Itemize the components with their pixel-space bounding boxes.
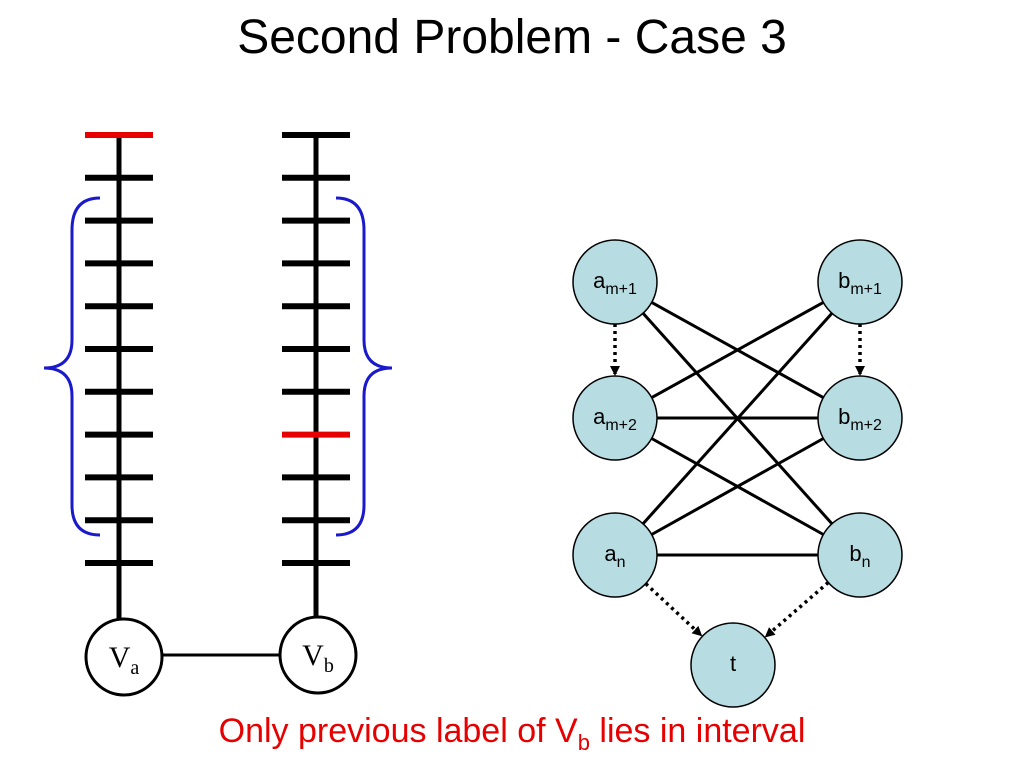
node-an: an	[572, 512, 658, 598]
left-chain-ticks	[85, 132, 153, 566]
svg-text:am+2: am+2	[593, 404, 637, 434]
vertex-vb: Vb	[278, 615, 358, 695]
svg-text:Va: Va	[109, 641, 140, 679]
page-title: Second Problem - Case 3	[237, 11, 787, 64]
node-bm1: bm+1	[817, 239, 903, 325]
node-am1: am+1	[572, 239, 658, 325]
right-curly-brace	[335, 196, 393, 537]
svg-text:am+1: am+1	[593, 268, 637, 298]
right-chain-ticks	[282, 132, 350, 566]
svg-text:an: an	[604, 541, 625, 571]
vertex-va: Va	[84, 617, 164, 697]
left-chain: Va	[43, 132, 164, 697]
node-bn: bn	[817, 512, 903, 598]
graph-dotted-arrows	[610, 324, 865, 638]
edge-an-bm1	[641, 312, 834, 525]
edge-an-bm2	[650, 437, 825, 536]
caption: Only previous label of Vb lies in interv…	[218, 712, 806, 755]
svg-text:t: t	[730, 651, 736, 676]
svg-text:bn: bn	[849, 541, 870, 571]
edge-am2-bm1	[650, 301, 825, 399]
node-bm2: bm+2	[817, 375, 903, 461]
dotted-arrow-an-t	[644, 582, 703, 637]
node-am2: am+2	[572, 375, 658, 461]
graph-edges	[641, 301, 834, 557]
svg-text:Vb: Vb	[302, 639, 334, 677]
left-curly-brace	[43, 196, 101, 537]
svg-text:bm+2: bm+2	[838, 404, 882, 434]
graph-nodes: am+1 am+2 an bm+1 bm+2 bn t	[572, 239, 903, 708]
svg-text:bm+1: bm+1	[838, 268, 882, 298]
dotted-arrow-bn-t	[764, 581, 830, 638]
right-chain: Vb	[278, 132, 393, 695]
node-t: t	[690, 622, 776, 708]
